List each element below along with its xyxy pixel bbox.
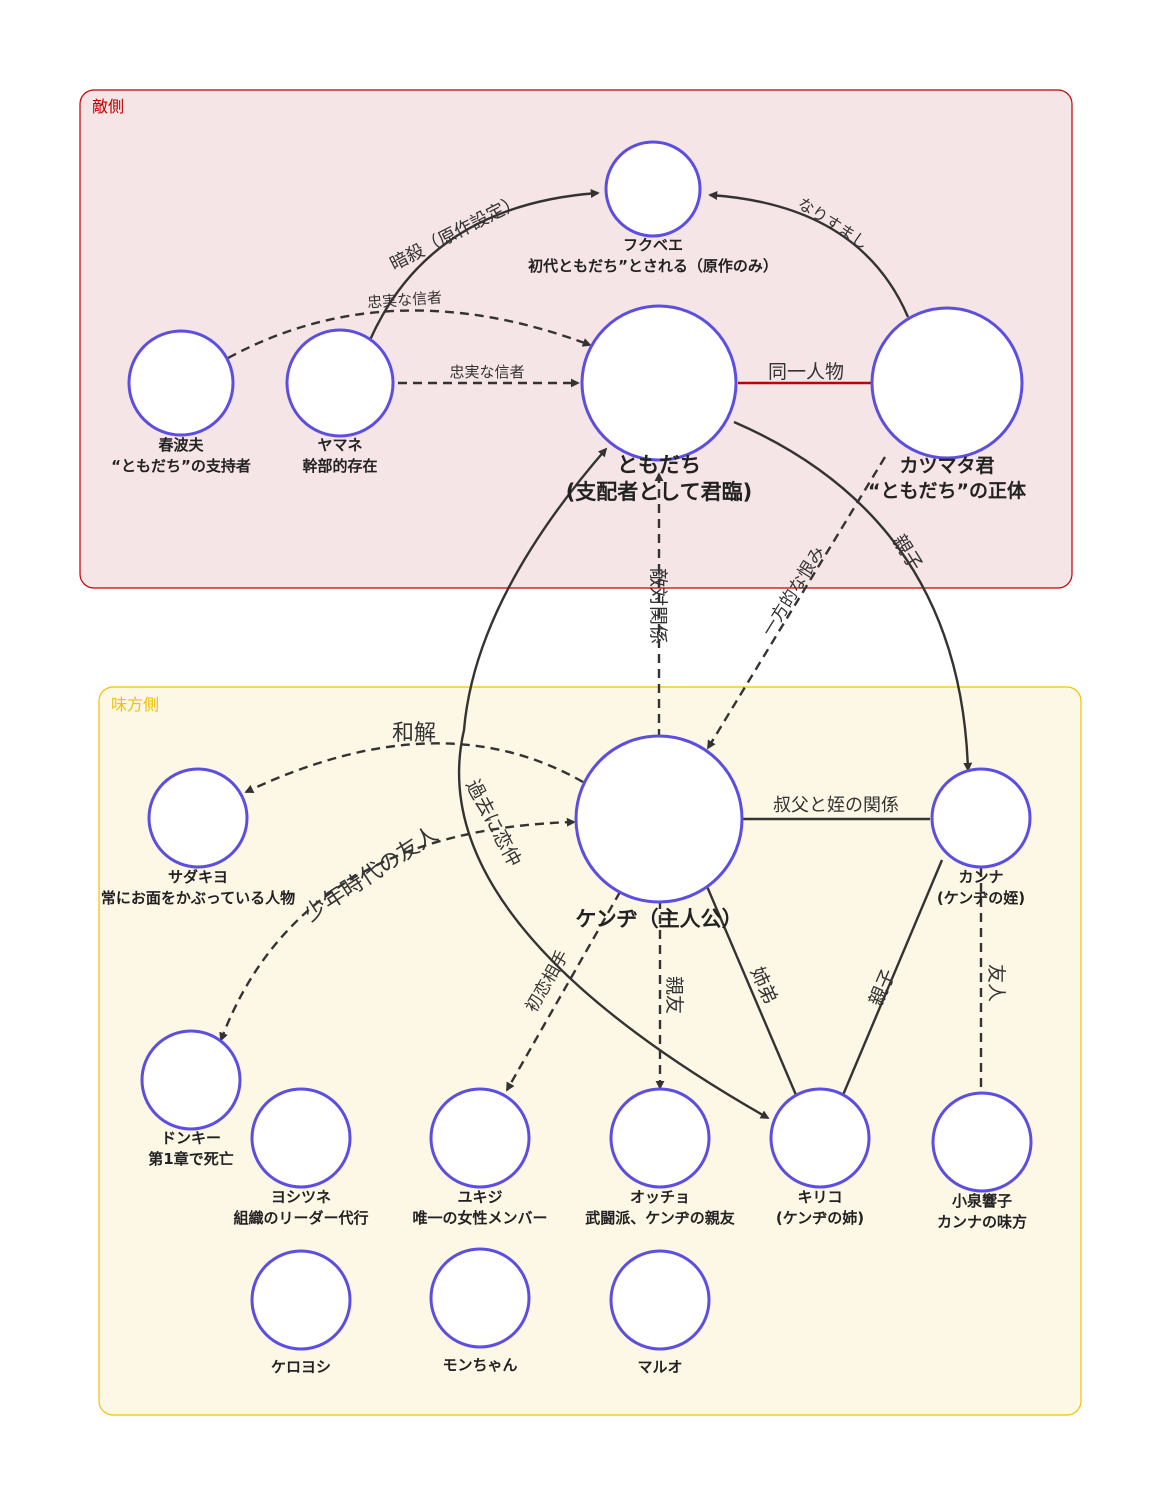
node-circle-katsumata[interactable]	[870, 306, 1024, 460]
node-label-maruo-0: マルオ	[637, 1358, 682, 1376]
node-label-yamane-1: 幹部的存在	[302, 457, 377, 475]
node-circle-keroyoshi[interactable]	[250, 1249, 352, 1351]
node-label-fukubee-0: フクベエ	[623, 236, 683, 254]
node-label-koizumi-0: 小泉響子	[952, 1192, 1012, 1210]
node-label-sadakiyo-0: サダキヨ	[168, 868, 228, 886]
node-label-harunami-0: 春波夫	[158, 436, 204, 454]
node-label-harunami-1: “ともだち”の支持者	[111, 457, 251, 475]
edge-kanna-kiriko[interactable]	[841, 859, 944, 1096]
edges	[219, 189, 983, 1120]
label-yamane-tomodachi: 忠実な信者	[449, 363, 524, 381]
node-circle-maruo[interactable]	[609, 1249, 711, 1351]
node-kanna[interactable]: カンナ (ケンヂの姪)	[930, 767, 1032, 907]
node-circle-sadakiyo[interactable]	[147, 767, 249, 869]
node-monchan[interactable]: モンちゃん	[429, 1247, 531, 1374]
node-label-kiriko-1: (ケンヂの姉)	[776, 1209, 864, 1227]
node-label-kanna-1: (ケンヂの姪)	[937, 889, 1025, 907]
node-label-fukubee-1: 初代ともだち”とされる（原作のみ）	[528, 257, 778, 275]
node-label-tomodachi-0: ともだち	[617, 453, 701, 477]
node-label-yoshitsune-0: ヨシツネ	[271, 1188, 331, 1206]
node-label-katsumata-0: カツマタ君	[899, 455, 994, 477]
node-label-sadakiyo-1: 常にお面をかぶっている人物	[101, 889, 295, 907]
edge-katsumata-kenji[interactable]	[706, 456, 887, 750]
node-circle-koizumi[interactable]	[931, 1091, 1033, 1193]
node-circle-yukiji[interactable]	[429, 1087, 531, 1189]
group-enemy: 敵側	[79, 89, 1073, 589]
edge-kenji-kiriko[interactable]	[698, 869, 798, 1096]
node-label-monchan-0: モンちゃん	[442, 1356, 517, 1374]
label-kenji-kanna: 叔父と姪の関係	[773, 795, 899, 816]
node-label-occho-0: オッチョ	[630, 1188, 690, 1206]
group-enemy-title: 敵側	[92, 97, 124, 116]
node-circle-donkey[interactable]	[140, 1029, 242, 1131]
node-kiriko[interactable]: キリコ (ケンヂの姉)	[769, 1087, 871, 1227]
node-circle-kenji[interactable]	[574, 734, 744, 904]
node-label-yukiji-1: 唯一の女性メンバー	[412, 1209, 547, 1227]
label-kenji-tomodachi: 敵対関係	[647, 568, 669, 644]
edge-kiriko-tomodachi[interactable]	[457, 447, 770, 1120]
node-maruo[interactable]: マルオ	[609, 1249, 711, 1376]
edge-tomodachi-kanna[interactable]	[733, 420, 973, 772]
node-circle-monchan[interactable]	[429, 1247, 531, 1349]
node-keroyoshi[interactable]: ケロヨシ	[250, 1249, 352, 1376]
node-label-tomodachi-1: (支配者として君臨)	[566, 480, 753, 504]
node-label-kenji-0: ケンヂ（主人公）	[575, 907, 742, 931]
node-circle-kanna[interactable]	[930, 767, 1032, 869]
node-label-koizumi-1: カンナの味方	[937, 1213, 1027, 1231]
label-kenji-sadakiyo: 和解	[392, 721, 436, 746]
node-label-occho-1: 武闘派、ケンヂの親友	[585, 1209, 735, 1227]
label-tomodachi-katsumata: 同一人物	[768, 361, 844, 383]
node-circle-tomodachi[interactable]	[580, 304, 738, 462]
node-kenji[interactable]: ケンヂ（主人公）	[574, 734, 744, 931]
node-label-kiriko-0: キリコ	[797, 1188, 842, 1206]
edge-kenji-yukiji[interactable]	[505, 891, 622, 1092]
node-label-katsumata-1: “ともだち”の正体	[868, 479, 1027, 502]
node-circle-harunami[interactable]	[127, 329, 235, 437]
edge-yamane-fukubee[interactable]	[368, 189, 600, 341]
node-label-keroyoshi-0: ケロヨシ	[271, 1358, 331, 1376]
node-circle-yoshitsune[interactable]	[250, 1087, 352, 1189]
node-katsumata[interactable]: カツマタ君“ともだち”の正体	[868, 306, 1027, 502]
node-harunami[interactable]: 春波夫 “ともだち”の支持者	[111, 329, 251, 475]
node-label-kanna-0: カンナ	[958, 868, 1003, 886]
node-label-yukiji-0: ユキジ	[457, 1188, 502, 1206]
node-circle-occho[interactable]	[609, 1087, 711, 1189]
label-kanna-koizumi: 友人	[985, 964, 1007, 1002]
edge-harunami-tomodachi[interactable]	[227, 309, 592, 360]
node-circle-kiriko[interactable]	[769, 1087, 871, 1189]
label-kenji-occho: 親友	[663, 976, 685, 1014]
node-label-yamane-0: ヤマネ	[317, 436, 362, 454]
node-circle-yamane[interactable]	[285, 328, 395, 438]
edge-katsumata-fukubee[interactable]	[708, 190, 910, 318]
label-harunami-tomodachi: 忠実な信者	[367, 288, 443, 311]
group-ally-title: 味方側	[111, 695, 159, 714]
node-label-yoshitsune-1: 組織のリーダー代行	[233, 1209, 368, 1227]
node-circle-fukubee[interactable]	[604, 140, 702, 238]
node-label-donkey-0: ドンキー	[161, 1129, 221, 1147]
node-label-donkey-1: 第1章で死亡	[148, 1150, 233, 1168]
node-tomodachi[interactable]: ともだち (支配者として君臨)	[566, 304, 753, 504]
